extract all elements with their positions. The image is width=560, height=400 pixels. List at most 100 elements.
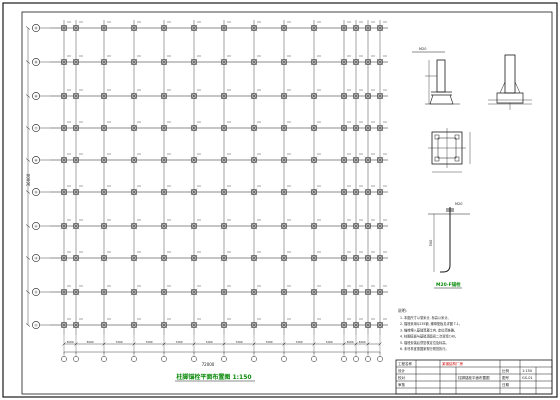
notes-heading: 说明: [398, 308, 407, 313]
column-marker [130, 121, 141, 132]
column-marker [190, 121, 201, 132]
column-marker [352, 219, 363, 230]
column-marker [72, 89, 83, 100]
dimension-label: 7200 [235, 340, 242, 344]
column-marker [60, 153, 71, 164]
column-marker [72, 121, 83, 132]
title-scale: 1:150 [522, 369, 532, 373]
column-marker [280, 185, 291, 196]
notes-lines: 1. 本图尺寸以毫米计, 标高以米计。2. 锚栓采用Q235钢, 螺母垫板见详图… [400, 315, 462, 351]
column-marker [376, 219, 387, 230]
note-line: 2. 锚栓采用Q235钢, 螺母垫板见详图 T-1。 [400, 321, 462, 326]
note-line: 6. 未尽事宜按国家现行规范执行。 [400, 346, 449, 351]
column-marker [100, 251, 111, 262]
column-marker [376, 185, 387, 196]
column-marker [100, 219, 111, 230]
column-marker [340, 318, 351, 329]
column-marker [130, 89, 141, 100]
column-marker [280, 55, 291, 66]
dimension-label: 7200 [145, 340, 152, 344]
plan-overall-dimension: 72000 [202, 362, 215, 367]
column-marker [130, 153, 141, 164]
detail-anchor-elevation: M20 [412, 47, 460, 105]
column-marker [160, 21, 171, 32]
title-drawing-no-label: 图号 [502, 375, 510, 380]
column-axis-bubble [101, 356, 107, 362]
row-axis-label: ① [34, 323, 37, 327]
column-marker [190, 251, 201, 262]
note-line: 1. 本图尺寸以毫米计, 标高以米计。 [400, 315, 451, 320]
column-marker [352, 55, 363, 66]
column-marker [220, 153, 231, 164]
column-marker [280, 318, 291, 329]
dimension-label: 7200 [175, 340, 182, 344]
column-axis-bubble [73, 356, 79, 362]
column-marker [250, 318, 261, 329]
column-marker [130, 185, 141, 196]
column-marker [376, 318, 387, 329]
detail-hook-bolt: M20 500 M20-F锚栓 [428, 202, 470, 289]
column-marker [60, 55, 71, 66]
column-marker [364, 89, 375, 100]
column-axis-bubble [353, 356, 359, 362]
column-marker [220, 55, 231, 66]
column-marker [250, 185, 261, 196]
column-axis-bubble [251, 356, 257, 362]
column-marker [220, 121, 231, 132]
column-marker [190, 185, 201, 196]
dimension-label: 3000 [346, 340, 353, 344]
row-axis-bubble: ⑧ [32, 92, 50, 100]
column-marker [100, 318, 111, 329]
dimension-label: 3000 [66, 340, 73, 344]
column-axis-bubble [191, 356, 197, 362]
column-marker [352, 185, 363, 196]
column-marker [220, 219, 231, 230]
column-marker [130, 219, 141, 230]
inner-border [21, 11, 553, 395]
column-marker [190, 318, 201, 329]
note-line: 4. 柱脚底板与基础顶面间二次灌浆C40。 [400, 334, 458, 339]
column-marker [190, 219, 201, 230]
row-axis-bubble: ⑤ [32, 188, 50, 196]
column-marker [190, 89, 201, 100]
dimension-label: 7200 [205, 340, 212, 344]
column-marker [340, 89, 351, 100]
column-marker [364, 121, 375, 132]
column-marker [130, 251, 141, 262]
column-marker [220, 318, 231, 329]
column-marker [190, 55, 201, 66]
row-axis-bubble: ① [32, 321, 50, 329]
column-marker [190, 285, 201, 296]
column-marker [250, 219, 261, 230]
column-marker [310, 21, 321, 32]
column-marker [60, 121, 71, 132]
row-axis-label: ④ [34, 224, 37, 228]
detail-plate-plan [428, 128, 471, 173]
column-marker [250, 153, 261, 164]
row-axis-bubble: ⑨ [32, 58, 50, 66]
column-marker [72, 251, 83, 262]
dimension-label: 7200 [295, 340, 302, 344]
column-marker [376, 55, 387, 66]
column-marker [72, 21, 83, 32]
column-marker [364, 153, 375, 164]
dimension-label: 7200 [325, 340, 332, 344]
column-marker [280, 219, 291, 230]
column-marker [100, 153, 111, 164]
row-axis-bubble: ⑩ [32, 24, 50, 32]
column-axis-bubble [131, 356, 137, 362]
column-marker [130, 55, 141, 66]
column-marker [100, 285, 111, 296]
title-design-label: 设计 [398, 368, 406, 373]
plan-side-dimension: 36000 [26, 173, 31, 186]
bolt-detail-label: M20 [455, 202, 462, 206]
column-marker [376, 89, 387, 100]
column-marker [60, 318, 71, 329]
column-marker [72, 185, 83, 196]
column-marker [352, 251, 363, 262]
column-marker [280, 89, 291, 100]
title-drawing-no: GS-01 [522, 376, 533, 380]
column-axis-bubble [341, 356, 347, 362]
